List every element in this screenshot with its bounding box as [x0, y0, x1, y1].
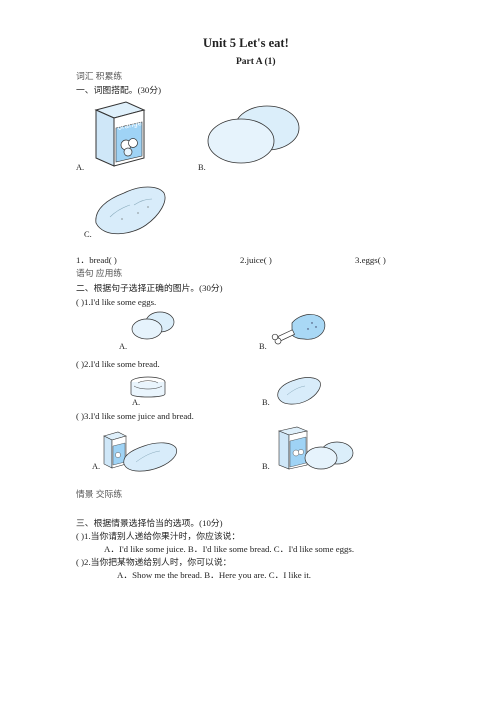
image-a-label: A.	[76, 163, 85, 172]
usage-tag: 语句 应用练	[76, 268, 123, 278]
q3-juice-eggs-image	[277, 426, 354, 470]
question-2-3[interactable]: ( )3.I'd like some juice and bread.	[76, 411, 194, 421]
bread-image	[95, 186, 166, 235]
match-item-3[interactable]: 3.eggs( )	[355, 255, 386, 265]
q3-label-b: B.	[262, 462, 270, 471]
q3-juice-bread-image	[103, 431, 178, 472]
section-1-heading: 一、词图搭配。(30分)	[76, 85, 162, 95]
eggs-image	[207, 105, 300, 164]
question-2-1[interactable]: ( )1.I'd like some eggs.	[76, 297, 157, 307]
q2-cake-image	[130, 376, 166, 398]
q1-eggs-image	[131, 311, 175, 340]
question-3-2-options[interactable]: A．Show me the bread. B．Here you are. C．I…	[117, 570, 311, 580]
q1-label-b: B.	[259, 342, 267, 351]
image-c-label: C.	[84, 230, 92, 239]
question-2-2[interactable]: ( )2.I'd like some bread.	[76, 359, 160, 369]
q2-label-b: B.	[262, 398, 270, 407]
juice-carton-image: orange	[94, 101, 146, 167]
part-subtitle: Part A (1)	[236, 57, 276, 67]
page-title: Unit 5 Let's eat!	[203, 36, 289, 50]
match-item-1[interactable]: 1．bread( )	[76, 255, 117, 265]
q1-label-a: A.	[119, 342, 128, 351]
section-2-heading: 二、根据句子选择正确的图片。(30分)	[76, 283, 223, 293]
match-item-2[interactable]: 2.juice( )	[240, 255, 272, 265]
q2-label-a: A.	[132, 398, 141, 407]
question-3-2[interactable]: ( )2.当你把某物递给别人时，你可以说：	[76, 557, 232, 567]
section-3-heading: 三、根据情景选择恰当的选项。(10分)	[76, 518, 223, 528]
vocab-tag: 词汇 积累练	[76, 71, 123, 81]
q2-bread-image	[277, 377, 321, 405]
image-b-label: B.	[198, 163, 206, 172]
q3-label-a: A.	[92, 462, 101, 471]
question-3-1[interactable]: ( )1.当你请别人递给你果汁时，你应该说：	[76, 531, 241, 541]
scene-tag: 情景 交际练	[76, 489, 123, 499]
q1-chicken-leg-image	[271, 314, 326, 345]
question-3-1-options[interactable]: A．I'd like some juice. B．I'd like some b…	[104, 544, 355, 554]
